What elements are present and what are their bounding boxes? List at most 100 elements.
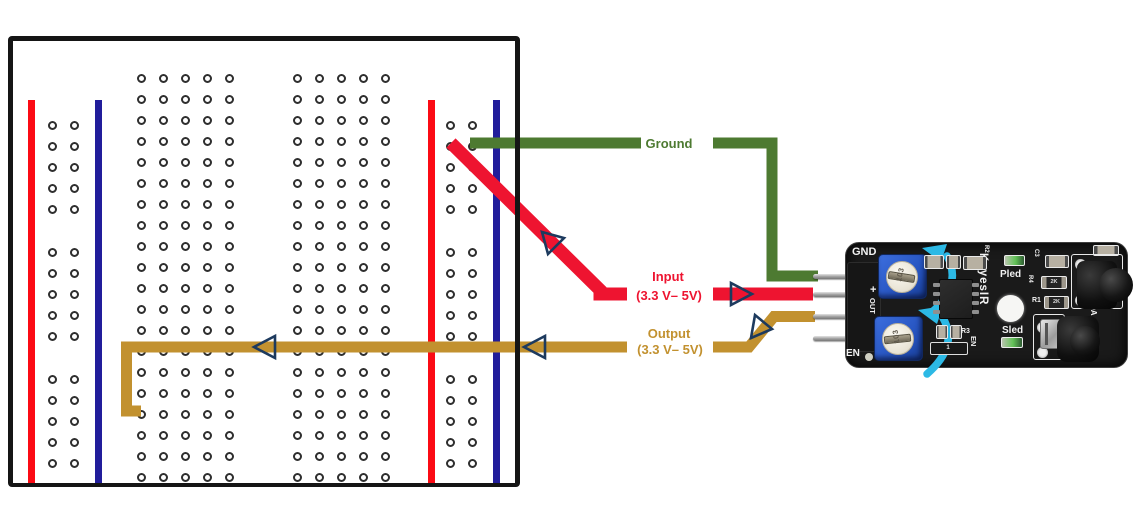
ref-c3: C3: [1033, 249, 1039, 257]
breadboard-hole: [358, 136, 368, 146]
ic-leg: [972, 283, 979, 287]
breadboard-hole: [314, 283, 324, 293]
breadboard-hole: [445, 268, 455, 278]
breadboard-hole: [224, 115, 234, 125]
breadboard-hole: [314, 367, 324, 377]
breadboard-hole: [445, 331, 455, 341]
breadboard-hole: [158, 283, 168, 293]
breadboard-hole: [292, 325, 302, 335]
smd-resistor: [936, 325, 948, 339]
breadboard-hole: [224, 241, 234, 251]
breadboard-hole: [69, 162, 79, 172]
power-led: [1004, 255, 1025, 266]
breadboard-hole: [358, 367, 368, 377]
breadboard-hole: [136, 451, 146, 461]
breadboard-hole: [358, 304, 368, 314]
breadboard-hole: [314, 325, 324, 335]
breadboard-hole: [180, 262, 190, 272]
breadboard-hole: [224, 73, 234, 83]
breadboard-hole: [158, 325, 168, 335]
smd-resistor: [924, 255, 944, 269]
breadboard-hole: [158, 241, 168, 251]
breadboard-hole: [314, 262, 324, 272]
breadboard-hole: [47, 204, 57, 214]
breadboard-hole: [336, 472, 346, 482]
breadboard-hole: [47, 183, 57, 193]
breadboard-hole: [358, 220, 368, 230]
breadboard-hole: [180, 304, 190, 314]
breadboard-hole: [380, 304, 390, 314]
breadboard-hole: [380, 262, 390, 272]
breadboard-hole: [467, 204, 477, 214]
breadboard-hole: [336, 94, 346, 104]
breadboard-hole: [336, 157, 346, 167]
output-flow-arrow-icon: [251, 333, 277, 361]
breadboard-hole: [136, 304, 146, 314]
sled-label: Sled: [1002, 325, 1024, 336]
breadboard-hole: [202, 430, 212, 440]
breadboard-hole: [380, 73, 390, 83]
output-flow-arrow-icon: [521, 333, 547, 361]
breadboard-hole: [292, 262, 302, 272]
breadboard-hole: [47, 268, 57, 278]
breadboard-hole: [445, 374, 455, 384]
breadboard-hole: [467, 437, 477, 447]
breadboard-hole: [224, 388, 234, 398]
ic-leg: [933, 292, 940, 296]
breadboard-hole: [69, 331, 79, 341]
breadboard-hole: [358, 262, 368, 272]
breadboard-hole: [467, 247, 477, 257]
breadboard-hole: [202, 178, 212, 188]
breadboard-hole: [69, 120, 79, 130]
breadboard-hole: [380, 241, 390, 251]
breadboard-hole: [358, 157, 368, 167]
breadboard-hole: [69, 458, 79, 468]
breadboard-hole: [336, 136, 346, 146]
breadboard-hole: [380, 178, 390, 188]
power-rail-positive-left: [28, 100, 35, 485]
breadboard-hole: [47, 247, 57, 257]
breadboard-hole: [292, 430, 302, 440]
breadboard-hole: [180, 220, 190, 230]
breadboard-hole: [158, 451, 168, 461]
breadboard-hole: [314, 136, 324, 146]
input-flow-arrow-icon: [540, 230, 567, 257]
ref-r1: R1: [1032, 297, 1041, 304]
breadboard-hole: [47, 120, 57, 130]
breadboard-hole: [224, 262, 234, 272]
breadboard-hole: [69, 310, 79, 320]
breadboard-hole: [358, 430, 368, 440]
breadboard-hole: [47, 141, 57, 151]
breadboard-hole: [136, 388, 146, 398]
breadboard-hole: [336, 325, 346, 335]
breadboard-hole: [380, 472, 390, 482]
breadboard-hole: [158, 388, 168, 398]
breadboard-hole: [358, 241, 368, 251]
breadboard-hole: [69, 437, 79, 447]
power-rail-negative-left: [95, 100, 102, 485]
breadboard-hole: [69, 416, 79, 426]
breadboard-hole: [445, 416, 455, 426]
breadboard-hole: [202, 451, 212, 461]
ic-leg: [972, 310, 979, 314]
breadboard-hole: [467, 416, 477, 426]
breadboard-hole: [224, 409, 234, 419]
breadboard-hole: [380, 451, 390, 461]
breadboard-hole: [292, 136, 302, 146]
breadboard-hole: [202, 262, 212, 272]
breadboard-hole: [292, 472, 302, 482]
breadboard-hole: [202, 115, 212, 125]
ref-r2: R2: [983, 245, 989, 253]
breadboard-hole: [445, 204, 455, 214]
breadboard-hole: [467, 183, 477, 193]
breadboard-hole: [445, 395, 455, 405]
breadboard-hole: [467, 289, 477, 299]
breadboard-hole: [47, 289, 57, 299]
breadboard-hole: [47, 416, 57, 426]
breadboard-hole: [336, 283, 346, 293]
breadboard-hole: [380, 409, 390, 419]
output-flow-arrow-icon: [749, 312, 775, 341]
breadboard-hole: [380, 94, 390, 104]
pin-label-out: OUT: [868, 298, 877, 314]
